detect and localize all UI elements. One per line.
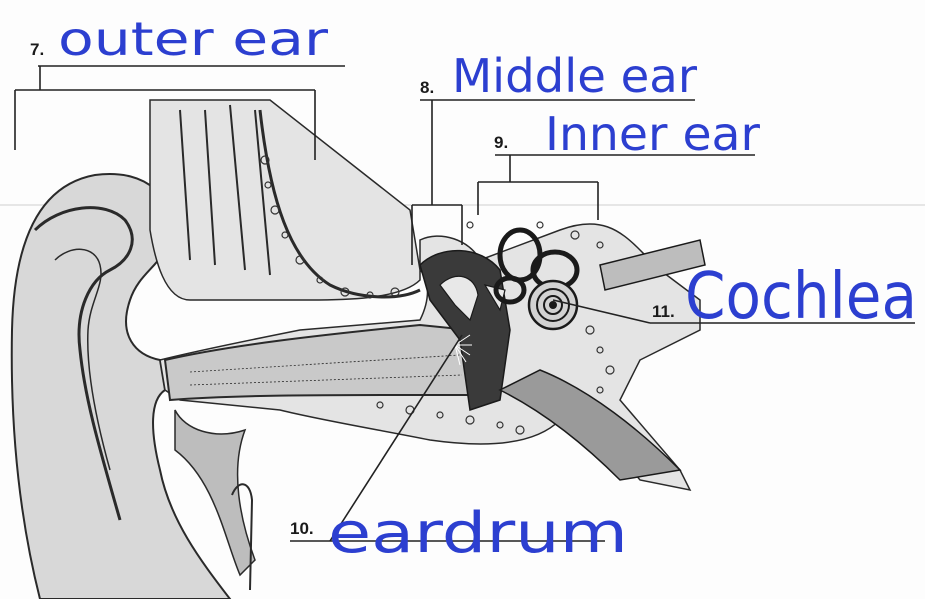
ear-canal xyxy=(165,325,480,400)
bracket-9 xyxy=(478,155,598,220)
label-number-10: 10. xyxy=(290,519,314,538)
answer-outer-ear: outer ear xyxy=(58,12,328,66)
answer-middle-ear: Middle ear xyxy=(452,49,697,103)
answer-inner-ear: Inner ear xyxy=(545,107,760,161)
label-number-7: 7. xyxy=(30,40,44,59)
label-number-8: 8. xyxy=(420,78,434,97)
cochlea-spiral xyxy=(529,281,577,329)
answer-eardrum: eardrum xyxy=(328,501,628,566)
label-number-9: 9. xyxy=(494,133,508,152)
answer-cochlea: Cochlea xyxy=(685,260,917,334)
label-number-11: 11. xyxy=(652,302,675,321)
